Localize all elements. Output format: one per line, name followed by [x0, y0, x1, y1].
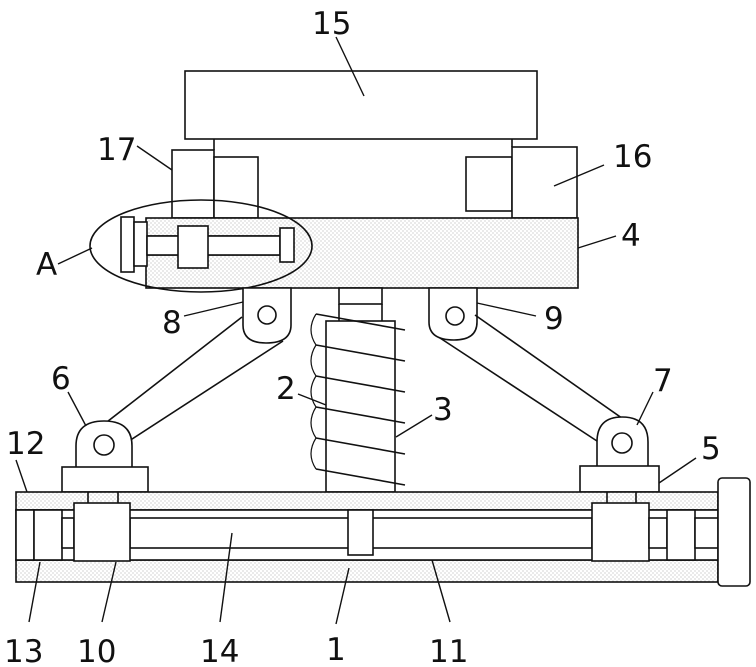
hand-wheel[interactable] — [717, 477, 751, 587]
label-a: A — [36, 247, 57, 283]
detail-a-circle — [89, 199, 313, 293]
spring-coil — [315, 313, 406, 486]
left-support-block — [171, 139, 259, 219]
leader-lines — [15, 36, 697, 625]
label-4: 4 — [621, 218, 641, 254]
central-column — [325, 287, 396, 493]
label-1: 1 — [326, 632, 346, 667]
label-7: 7 — [653, 363, 673, 399]
spring-coil-back — [310, 313, 317, 470]
label-6: 6 — [51, 361, 71, 397]
right-slider-block — [579, 465, 660, 493]
rod-coupler — [347, 509, 374, 556]
label-14: 14 — [200, 634, 239, 667]
label-11: 11 — [429, 634, 468, 667]
right-support-block — [465, 139, 578, 219]
label-16: 16 — [613, 139, 652, 175]
top-plate — [184, 70, 538, 140]
label-12: 12 — [6, 426, 45, 462]
label-9: 9 — [544, 301, 564, 337]
label-13: 13 — [4, 634, 43, 667]
label-17: 17 — [97, 132, 136, 168]
label-10: 10 — [77, 634, 116, 667]
detail-a-mechanism — [120, 216, 295, 273]
right-end-assembly — [591, 492, 719, 562]
label-8: 8 — [162, 305, 182, 341]
left-linkage-arm — [102, 316, 284, 444]
top-left-lug — [242, 287, 292, 344]
label-5: 5 — [701, 431, 721, 467]
label-3: 3 — [433, 392, 453, 428]
bottom-left-lug — [75, 420, 133, 471]
left-end-assembly — [15, 492, 131, 562]
label-2: 2 — [276, 371, 296, 407]
label-15: 15 — [312, 6, 351, 42]
top-right-lug — [428, 287, 478, 341]
bottom-right-lug — [596, 416, 649, 468]
right-linkage-arm — [439, 314, 637, 444]
left-slider-block — [61, 466, 149, 493]
